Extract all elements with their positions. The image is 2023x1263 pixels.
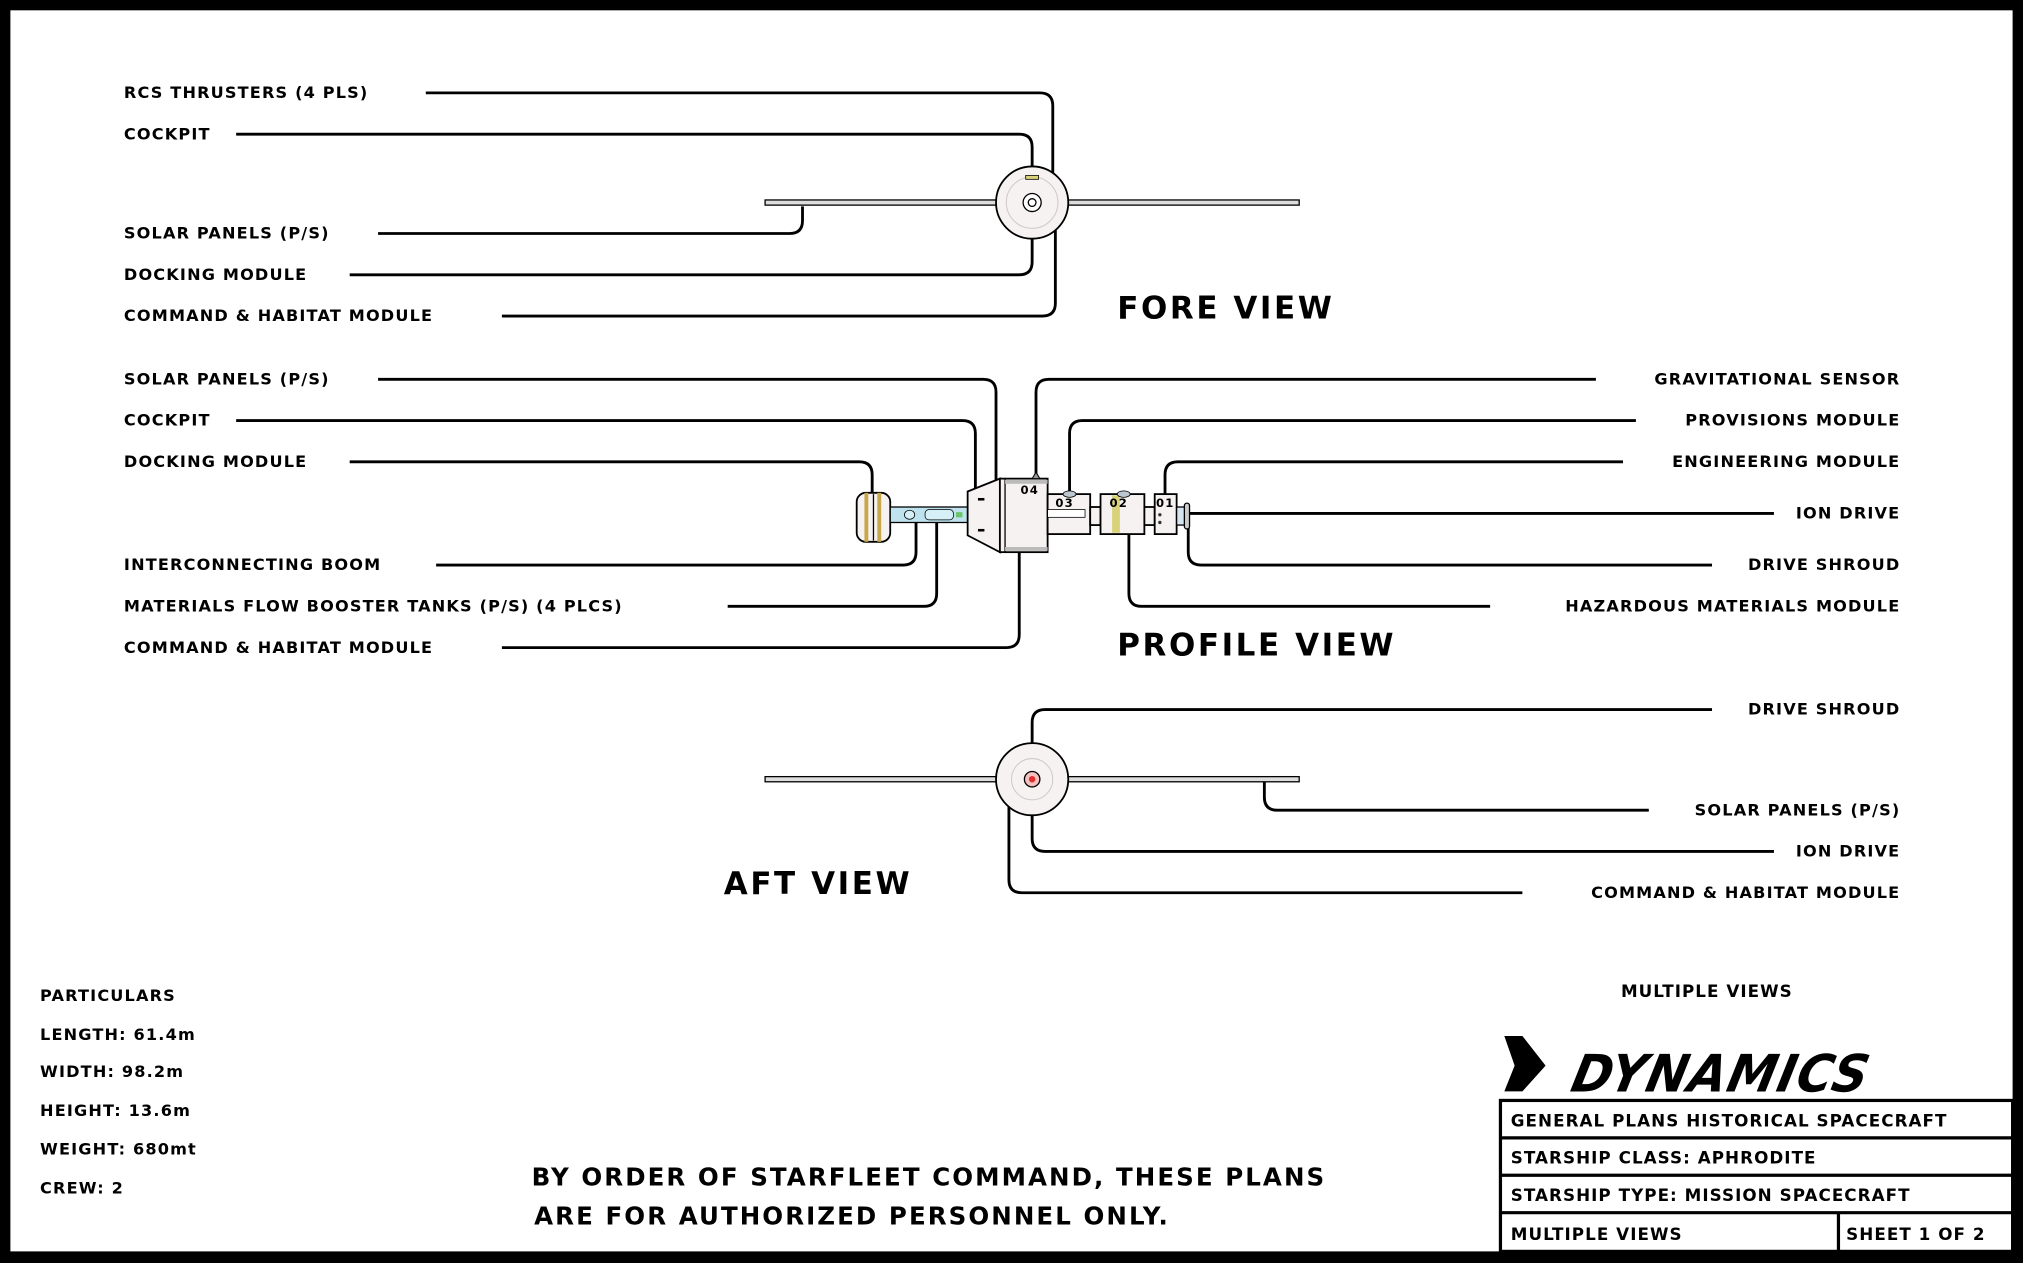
label-provisions-module: PROVISIONS MODULE (1685, 411, 1900, 430)
aft-view-title: AFT VIEW (724, 866, 912, 902)
label-interconnecting-boom: INTERCONNECTING BOOM (124, 555, 381, 574)
leader-line (349, 460, 874, 493)
module-number-04: 04 (1021, 483, 1039, 497)
particular-length: LENGTH: 61.4m (40, 1025, 196, 1044)
label-rcs-thrusters: RCS THRUSTERS (4 PLS) (124, 83, 369, 102)
leader-line (378, 377, 998, 484)
particulars: PARTICULARS LENGTH: 61.4m WIDTH: 98.2m H… (40, 986, 197, 1197)
svg-text:DYNAMICS: DYNAMICS (1566, 1045, 1875, 1104)
label-solar-panels: SOLAR PANELS (P/S) (124, 224, 330, 243)
drive-shroud (1183, 502, 1191, 530)
particular-crew: CREW: 2 (40, 1178, 124, 1197)
label-engineering-module: ENGINEERING MODULE (1672, 452, 1900, 471)
docking-port (1022, 192, 1042, 213)
module-number-01: 01 (1156, 496, 1174, 510)
label-drive-shroud: DRIVE SHROUD (1748, 700, 1900, 719)
title-block-header: MULTIPLE VIEWS (1621, 981, 1793, 1001)
leader-line (236, 132, 1034, 173)
leader-line (1030, 789, 1774, 853)
title-row-starship-type: STARSHIP TYPE: MISSION SPACECRAFT (1511, 1185, 1911, 1205)
leader-line (1163, 460, 1624, 495)
notice-line-1: BY ORDER OF STARFLEET COMMAND, THESE PLA… (532, 1163, 1327, 1192)
label-gravitational-sensor: GRAVITATIONAL SENSOR (1654, 369, 1900, 388)
particular-weight: WEIGHT: 680mt (40, 1140, 197, 1159)
label-command-habitat: COMMAND & HABITAT MODULE (1591, 883, 1900, 902)
leader-line (1030, 708, 1713, 764)
profile-view: 04 03 02 01 SOLAR PANELS (P/S) COCKPIT D… (124, 369, 1900, 663)
dynamics-logo: DYNAMICS (1504, 1035, 1876, 1104)
cockpit-window (1025, 175, 1039, 180)
title-row-general-plans: GENERAL PLANS HISTORICAL SPACECRAFT (1511, 1110, 1948, 1130)
leader-line (727, 519, 939, 608)
leader-line (501, 229, 1057, 318)
title-block: MULTIPLE VIEWS DYNAMICS GENERAL PLANS HI… (1498, 981, 2015, 1254)
notice-line-2: ARE FOR AUTHORIZED PERSONNEL ONLY. (534, 1201, 1170, 1230)
label-solar-panels: SOLAR PANELS (P/S) (1695, 800, 1901, 819)
label-cockpit: COCKPIT (124, 411, 211, 430)
leader-line (349, 221, 1034, 277)
label-cockpit: COCKPIT (124, 124, 211, 143)
profile-view-title: PROFILE VIEW (1117, 627, 1396, 663)
leader-line (378, 206, 804, 235)
label-ion-drive: ION DRIVE (1796, 504, 1900, 523)
leader-line (1068, 419, 1636, 495)
particulars-heading: PARTICULARS (40, 986, 176, 1005)
title-row-view: MULTIPLE VIEWS (1511, 1224, 1683, 1244)
label-ion-drive: ION DRIVE (1796, 842, 1900, 861)
label-command-habitat: COMMAND & HABITAT MODULE (124, 306, 433, 325)
hazardous-materials-module (1099, 493, 1146, 536)
title-row-starship-class: STARSHIP CLASS: APHRODITE (1511, 1148, 1817, 1168)
module-number-03: 03 (1055, 496, 1073, 510)
label-docking-module: DOCKING MODULE (124, 265, 307, 284)
chevron-icon (1504, 1035, 1546, 1092)
label-booster-tanks: MATERIALS FLOW BOOSTER TANKS (P/S) (4 PL… (124, 597, 623, 616)
leader-line (1186, 523, 1713, 567)
booster-tank (924, 509, 954, 521)
leader-line (501, 550, 1021, 650)
leader-line (1262, 781, 1649, 812)
label-command-habitat: COMMAND & HABITAT MODULE (124, 638, 433, 657)
fore-view-title: FORE VIEW (1117, 291, 1334, 327)
command-habitat-module (998, 477, 1049, 554)
module-number-02: 02 (1110, 496, 1128, 510)
ship-profile: 04 03 02 01 (855, 471, 1191, 554)
leader-line (1007, 802, 1523, 895)
title-row-sheet: SHEET 1 OF 2 (1846, 1224, 1985, 1244)
leader-line (236, 419, 977, 493)
leader-line (425, 91, 1055, 181)
fore-view: RCS THRUSTERS (4 PLS) COCKPIT SOLAR PANE… (124, 83, 1334, 327)
aft-view: DRIVE SHROUD SOLAR PANELS (P/S) ION DRIV… (724, 700, 1901, 902)
leader-line (1127, 534, 1491, 608)
label-solar-panels: SOLAR PANELS (P/S) (124, 369, 330, 388)
label-hazardous-materials: HAZARDOUS MATERIALS MODULE (1565, 597, 1900, 616)
leader-line (436, 519, 918, 567)
particular-width: WIDTH: 98.2m (40, 1062, 184, 1081)
label-drive-shroud: DRIVE SHROUD (1748, 555, 1900, 574)
particular-height: HEIGHT: 13.6m (40, 1101, 191, 1120)
leader-line (1034, 377, 1596, 475)
label-docking-module: DOCKING MODULE (124, 452, 307, 471)
